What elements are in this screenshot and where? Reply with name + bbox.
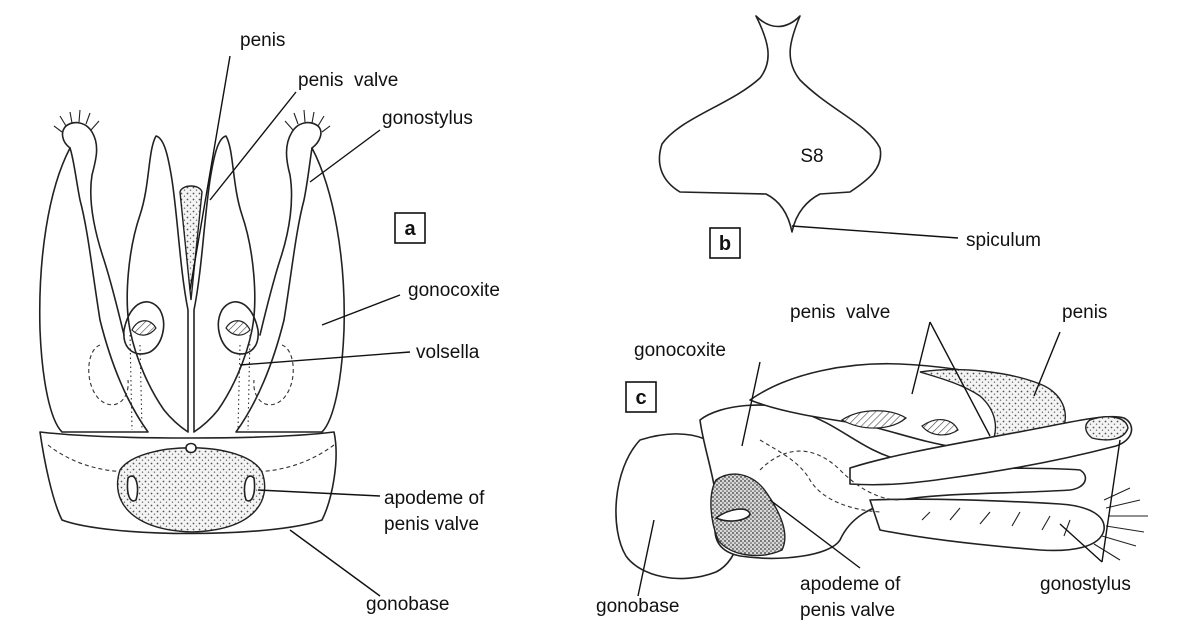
gonocoxite-left [38, 147, 149, 433]
panel-a-box [394, 212, 426, 244]
panel-letter-a: a [404, 218, 416, 240]
label-a-gonocoxite: gonocoxite [408, 280, 500, 301]
label-a-apodeme-2: penis valve [384, 514, 479, 535]
label-a-gonobase: gonobase [366, 594, 449, 615]
penis-valve-left [126, 135, 189, 433]
label-c-apodeme-1: apodeme of [800, 574, 901, 595]
label-a-penis: penis [240, 30, 285, 51]
volsella-right [217, 301, 259, 355]
volsella-left [123, 301, 165, 355]
panel-b: b S8 spiculum [658, 15, 1041, 259]
apodeme-a [116, 447, 266, 533]
label-c-penis-valve: penis valve [790, 302, 890, 323]
label-a-penis-valve: penis valve [298, 70, 398, 91]
panel-a: penis penis valve gonostylus gonocoxite … [38, 30, 500, 615]
panel-b-box [709, 227, 741, 259]
panel-letter-b: b [719, 233, 731, 255]
label-a-volsella: volsella [416, 342, 480, 363]
sternite-s8 [658, 15, 882, 233]
gonostylus-c [849, 415, 1133, 486]
panel-letter-c: c [635, 387, 646, 409]
panel-c: penis valve penis gonocoxite gonobase ap… [596, 302, 1148, 621]
gonocoxite-right [235, 147, 346, 433]
label-a-apodeme-1: apodeme of [384, 488, 485, 509]
penis-a [179, 185, 203, 301]
gonostylus-right [259, 121, 322, 336]
label-c-gonostylus: gonostylus [1040, 574, 1131, 595]
panel-c-box [625, 381, 657, 413]
label-c-gonobase: gonobase [596, 596, 679, 617]
label-c-apodeme-2: penis valve [800, 600, 895, 621]
gonostylus-hairy-c [869, 498, 1105, 552]
label-b-s8: S8 [800, 146, 823, 167]
label-c-penis: penis [1062, 302, 1107, 323]
label-c-gonocoxite: gonocoxite [634, 340, 726, 361]
penis-valve-right [193, 135, 256, 433]
label-b-spiculum: spiculum [966, 230, 1041, 251]
label-a-gonostylus: gonostylus [382, 108, 473, 129]
gonostylus-left [61, 121, 125, 336]
